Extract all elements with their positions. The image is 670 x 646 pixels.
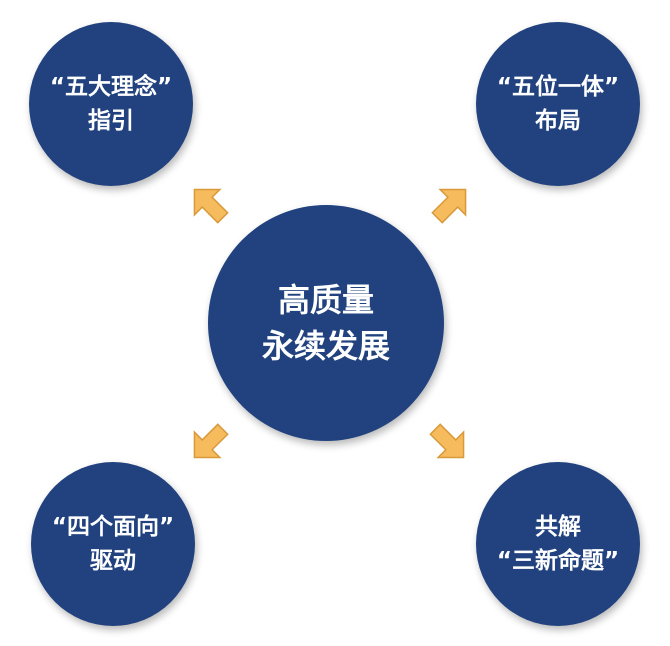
- center-node-line-1: 高质量: [277, 281, 374, 319]
- node-bottom-left-line-1: “四个面向”: [51, 514, 175, 540]
- node-top-right-line-2: 布局: [535, 108, 581, 134]
- node-top-right-line-1: “五位一体”: [496, 74, 620, 100]
- node-top-left: “五大理念” 指引: [29, 22, 193, 186]
- arrow-up-right: [431, 188, 467, 224]
- node-bottom-right: 共解 “三新命题”: [476, 462, 640, 626]
- arrow-down-right-shape: [429, 423, 465, 459]
- node-bottom-left-line-2: 驱动: [90, 548, 136, 574]
- node-bottom-left: “四个面向” 驱动: [31, 462, 195, 626]
- arrow-down-left: [193, 423, 229, 459]
- node-bottom-right-line-2: “三新命题”: [496, 548, 620, 574]
- node-top-left-line-2: 指引: [88, 108, 134, 134]
- center-node-line-2: 永续发展: [261, 327, 390, 365]
- node-top-right: “五位一体” 布局: [476, 22, 640, 186]
- arrow-down-left-shape: [193, 423, 229, 459]
- arrow-up-left: [193, 188, 229, 224]
- node-bottom-right-line-1: 共解: [535, 514, 581, 540]
- arrow-down-right: [429, 423, 465, 459]
- arrow-up-right-shape: [431, 188, 467, 224]
- node-top-left-line-1: “五大理念”: [49, 74, 173, 100]
- arrow-up-left-shape: [193, 188, 229, 224]
- center-node: 高质量 永续发展: [208, 205, 444, 441]
